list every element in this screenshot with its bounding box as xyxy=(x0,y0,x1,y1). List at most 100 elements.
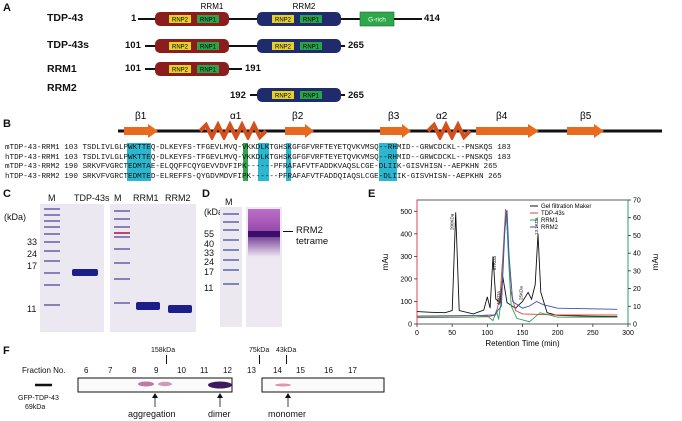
native-gel-d xyxy=(220,207,282,327)
y-tick-label: 300 xyxy=(400,254,412,261)
conserved-column xyxy=(258,143,269,181)
y-tick-label: 0 xyxy=(408,322,412,329)
conserved-column xyxy=(243,143,248,181)
x-axis-label: Retention Time (min) xyxy=(485,339,560,348)
rnp2-label: RNP2 xyxy=(275,18,292,24)
lane-label: RRM2 xyxy=(165,193,191,203)
rnp2-box xyxy=(169,15,191,23)
construct-end: 265 xyxy=(348,90,364,101)
x-tick-label: 300 xyxy=(622,330,634,337)
rnp2-label: RNP2 xyxy=(172,45,189,51)
y2-axis-label: mAu xyxy=(651,254,660,270)
kda-label: (kDa) xyxy=(204,207,226,217)
marker-label: 11 xyxy=(27,304,37,314)
construct-end: 191 xyxy=(245,63,261,74)
rrm2-header: RRM2 xyxy=(293,2,316,11)
panel-label-a: A xyxy=(3,2,11,14)
legend-entry: RRM1 xyxy=(541,218,559,224)
marker-43: 43kDa xyxy=(276,347,297,354)
rrm2-domain xyxy=(257,39,341,53)
secondary-structure: β1 α1 β2 β3 α2 β4 β5 xyxy=(118,111,662,140)
rnp2-label: RNP2 xyxy=(172,68,189,74)
fraction-number: 16 xyxy=(324,366,333,375)
sds-gel-c xyxy=(40,204,196,332)
western-blot-f xyxy=(35,377,385,407)
y-tick-label: 400 xyxy=(400,231,412,238)
gfp-mass-label: 69kDa xyxy=(25,404,46,411)
marker-label: 40 xyxy=(204,239,215,249)
fraction-number: 13 xyxy=(247,366,256,375)
ss-label: β1 xyxy=(135,111,147,122)
fraction-number: 17 xyxy=(348,366,357,375)
fraction-number: 11 xyxy=(200,366,209,375)
rrm1-header: RRM1 xyxy=(201,2,224,11)
marker-label: 17 xyxy=(27,261,38,271)
fraction-number: 9 xyxy=(154,366,159,375)
rrm2-domain xyxy=(257,12,341,26)
kda-label: (kDa) xyxy=(4,212,26,222)
alignment-row: hTDP-43-RRM2 190 SRKVFVGRCTEDMTED-ELREFF… xyxy=(5,172,502,181)
alignment-row: mTDP-43-RRM1 103 TSDLIVLGLPWKTTEQ-DLKEYF… xyxy=(5,144,511,152)
fraction-number: 15 xyxy=(296,366,305,375)
y2-tick-label: 60 xyxy=(633,215,641,222)
rnp2-box xyxy=(272,15,294,23)
y2-tick-label: 40 xyxy=(633,251,641,258)
panel-label-e: E xyxy=(368,188,376,200)
x-tick-label: 0 xyxy=(415,330,419,337)
series-line xyxy=(416,212,618,318)
x-tick-label: 250 xyxy=(587,330,599,337)
fraction-label: Fraction No. xyxy=(22,366,66,375)
construct-start: 192 xyxy=(230,90,246,101)
fraction-number: 12 xyxy=(223,366,232,375)
conserved-column xyxy=(127,143,151,181)
marker-158: 158kDa xyxy=(151,347,176,354)
marker-label: 24 xyxy=(204,257,215,267)
y-axis-label: mAu xyxy=(381,254,390,270)
marker-label: 17 xyxy=(204,267,215,277)
ss-label: β5 xyxy=(580,111,592,122)
construct-name: RRM2 xyxy=(47,82,77,94)
grich-label: G-rich xyxy=(368,17,386,24)
peak-label: 67KDa xyxy=(492,256,497,270)
legend-entry: Gel filtration Maker xyxy=(541,204,591,210)
lane-label: M xyxy=(114,193,122,203)
panel-label-d: D xyxy=(202,188,210,200)
x-tick-label: 100 xyxy=(481,330,493,337)
lane-label: RRM1 xyxy=(133,193,159,203)
peak-label: 25KDa xyxy=(519,286,524,300)
rnp1-label: RNP1 xyxy=(303,18,320,24)
construct-name: TDP-43 xyxy=(47,12,84,24)
construct-start: 101 xyxy=(125,63,141,74)
fraction-number: 6 xyxy=(84,366,89,375)
y-tick-label: 500 xyxy=(400,209,412,216)
ss-label: β4 xyxy=(496,111,508,122)
x-tick-label: 200 xyxy=(552,330,564,337)
marker-label: 24 xyxy=(27,249,38,259)
conserved-column xyxy=(379,143,397,181)
rnp2-label: RNP2 xyxy=(275,45,292,51)
construct-name: TDP-43s xyxy=(47,39,90,51)
fraction-number: 7 xyxy=(108,366,113,375)
y2-tick-label: 50 xyxy=(633,233,641,240)
tetramer-annotation: RRM2 tetrame xyxy=(296,225,329,247)
gfp-tdp43-label: GFP-TDP-43 xyxy=(18,395,59,402)
marker-label: 33 xyxy=(27,237,38,247)
rnp1-label: RNP1 xyxy=(303,94,320,100)
panel-label-b: B xyxy=(3,118,11,130)
rnp1-label: RNP1 xyxy=(200,68,217,74)
y-tick-label: 200 xyxy=(400,276,412,283)
domain-diagram: RRM1 RRM2 RNP2 RNP1 RNP2 RNP1 G-rich RNP… xyxy=(138,2,422,102)
rnp1-box xyxy=(300,15,322,23)
ss-label: α1 xyxy=(230,111,242,122)
monomer-label: monomer xyxy=(268,409,307,419)
construct-name: RRM1 xyxy=(47,63,77,75)
panel-label-c: C xyxy=(3,188,11,200)
alignment-row: mTDP-43-RRM2 190 SRKVFVGRCTEDMTAE-ELQQFF… xyxy=(5,163,498,171)
fraction-number: 14 xyxy=(273,366,282,375)
marker-label: 33 xyxy=(204,248,215,258)
fraction-number: 10 xyxy=(177,366,186,375)
aggregation-label: aggregation xyxy=(128,409,176,419)
rnp1-label: RNP1 xyxy=(200,18,217,24)
construct-start: 1 xyxy=(131,13,137,24)
